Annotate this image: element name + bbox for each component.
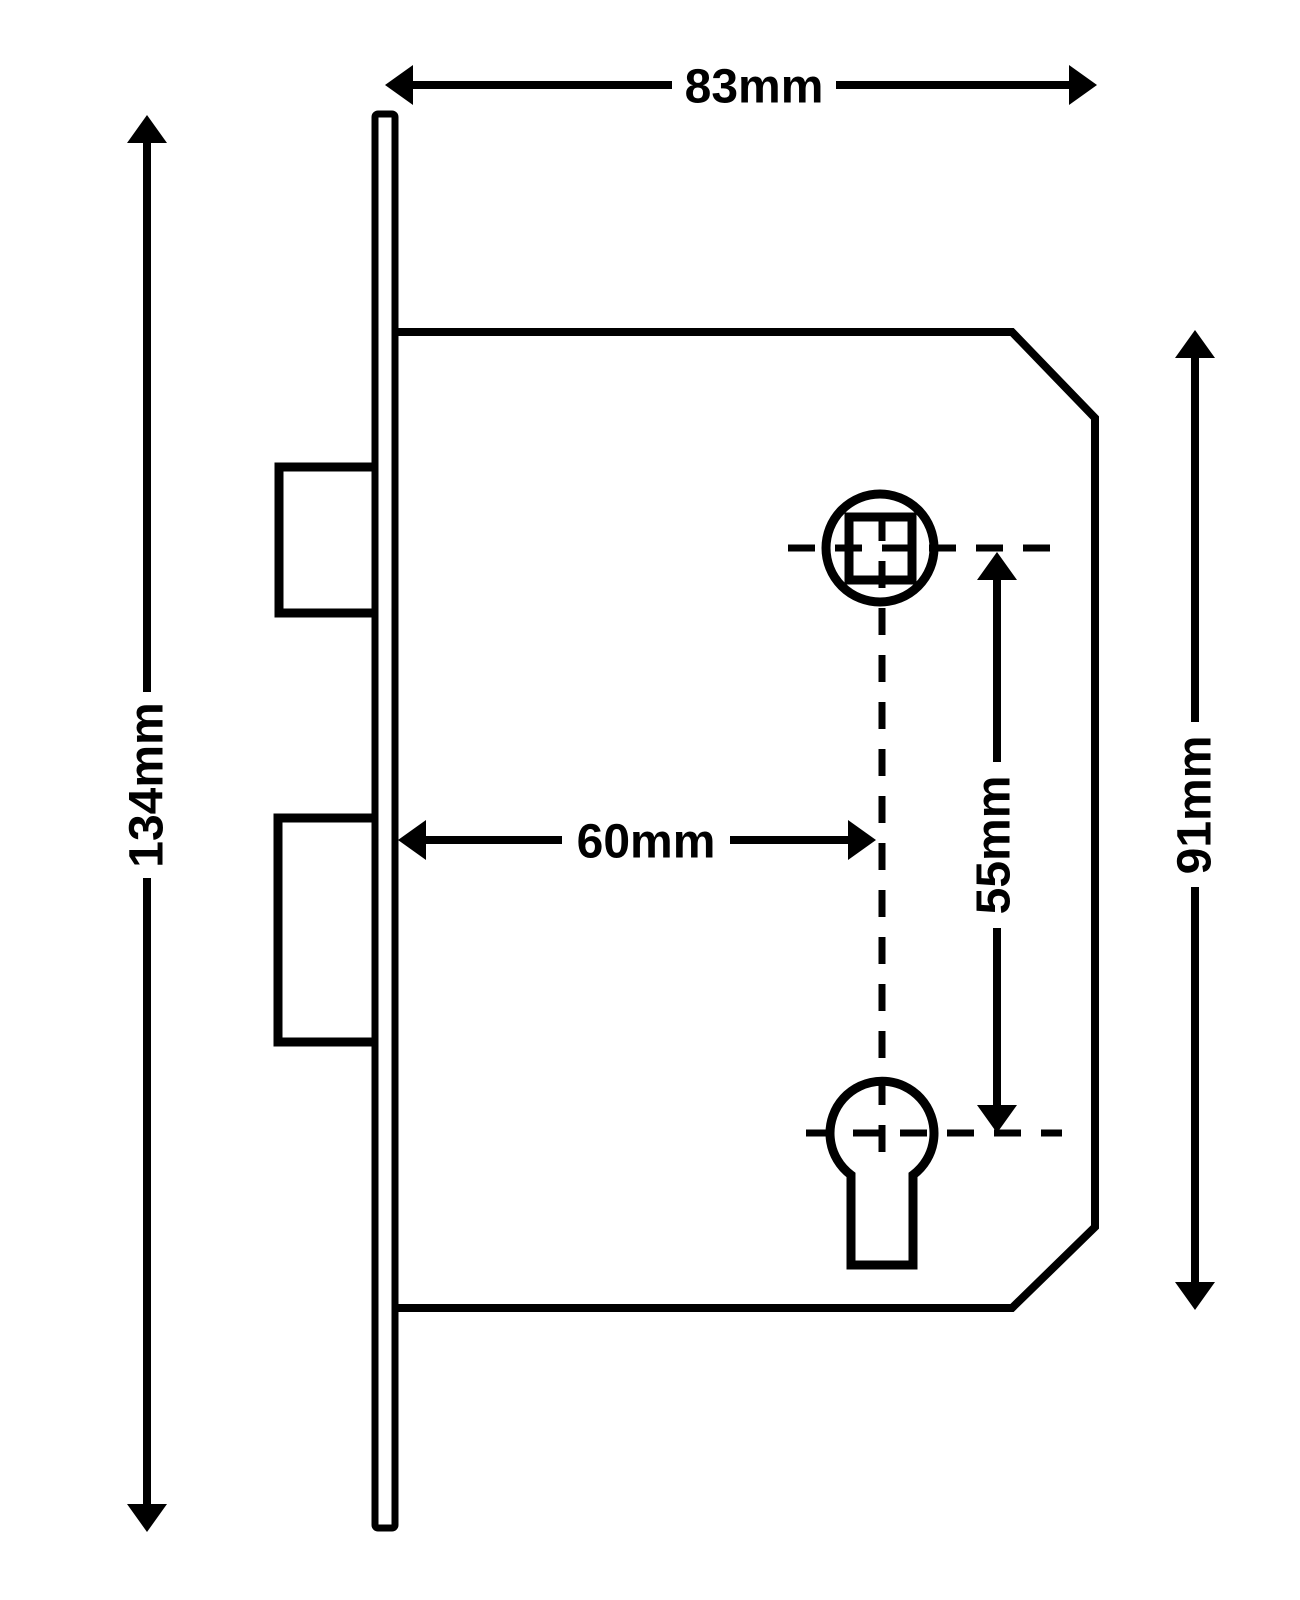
dim-label-overall-width: 83mm	[685, 61, 824, 114]
deadbolt	[273, 813, 380, 1047]
faceplate	[371, 110, 399, 1532]
arrowhead-left-icon	[385, 65, 413, 105]
lock-drawing	[273, 110, 1099, 1532]
arrowhead-up-icon	[127, 115, 167, 143]
arrowhead-down-icon	[977, 1105, 1017, 1133]
arrowhead-down-icon	[127, 1504, 167, 1532]
dim-label-backset: 60mm	[577, 816, 716, 869]
arrowhead-down-icon	[1175, 1282, 1215, 1310]
arrowhead-left-icon	[398, 820, 426, 860]
dim-label-overall-height: 134mm	[121, 702, 174, 867]
dim-centres: 55mm	[968, 552, 1021, 1133]
lock-body	[393, 328, 1099, 1312]
dim-overall-height: 134mm	[121, 115, 174, 1532]
dim-overall-width: 83mm	[385, 61, 1097, 114]
keyhole	[825, 1076, 939, 1270]
arrowhead-right-icon	[1069, 65, 1097, 105]
dim-label-centres: 55mm	[968, 776, 1021, 915]
arrowhead-right-icon	[848, 820, 876, 860]
dim-label-case-height: 91mm	[1169, 736, 1222, 875]
arrowhead-up-icon	[977, 552, 1017, 580]
dim-backset: 60mm	[398, 816, 876, 869]
latch-bolt	[274, 462, 380, 618]
dim-case-height: 91mm	[1169, 330, 1222, 1310]
arrowhead-up-icon	[1175, 330, 1215, 358]
